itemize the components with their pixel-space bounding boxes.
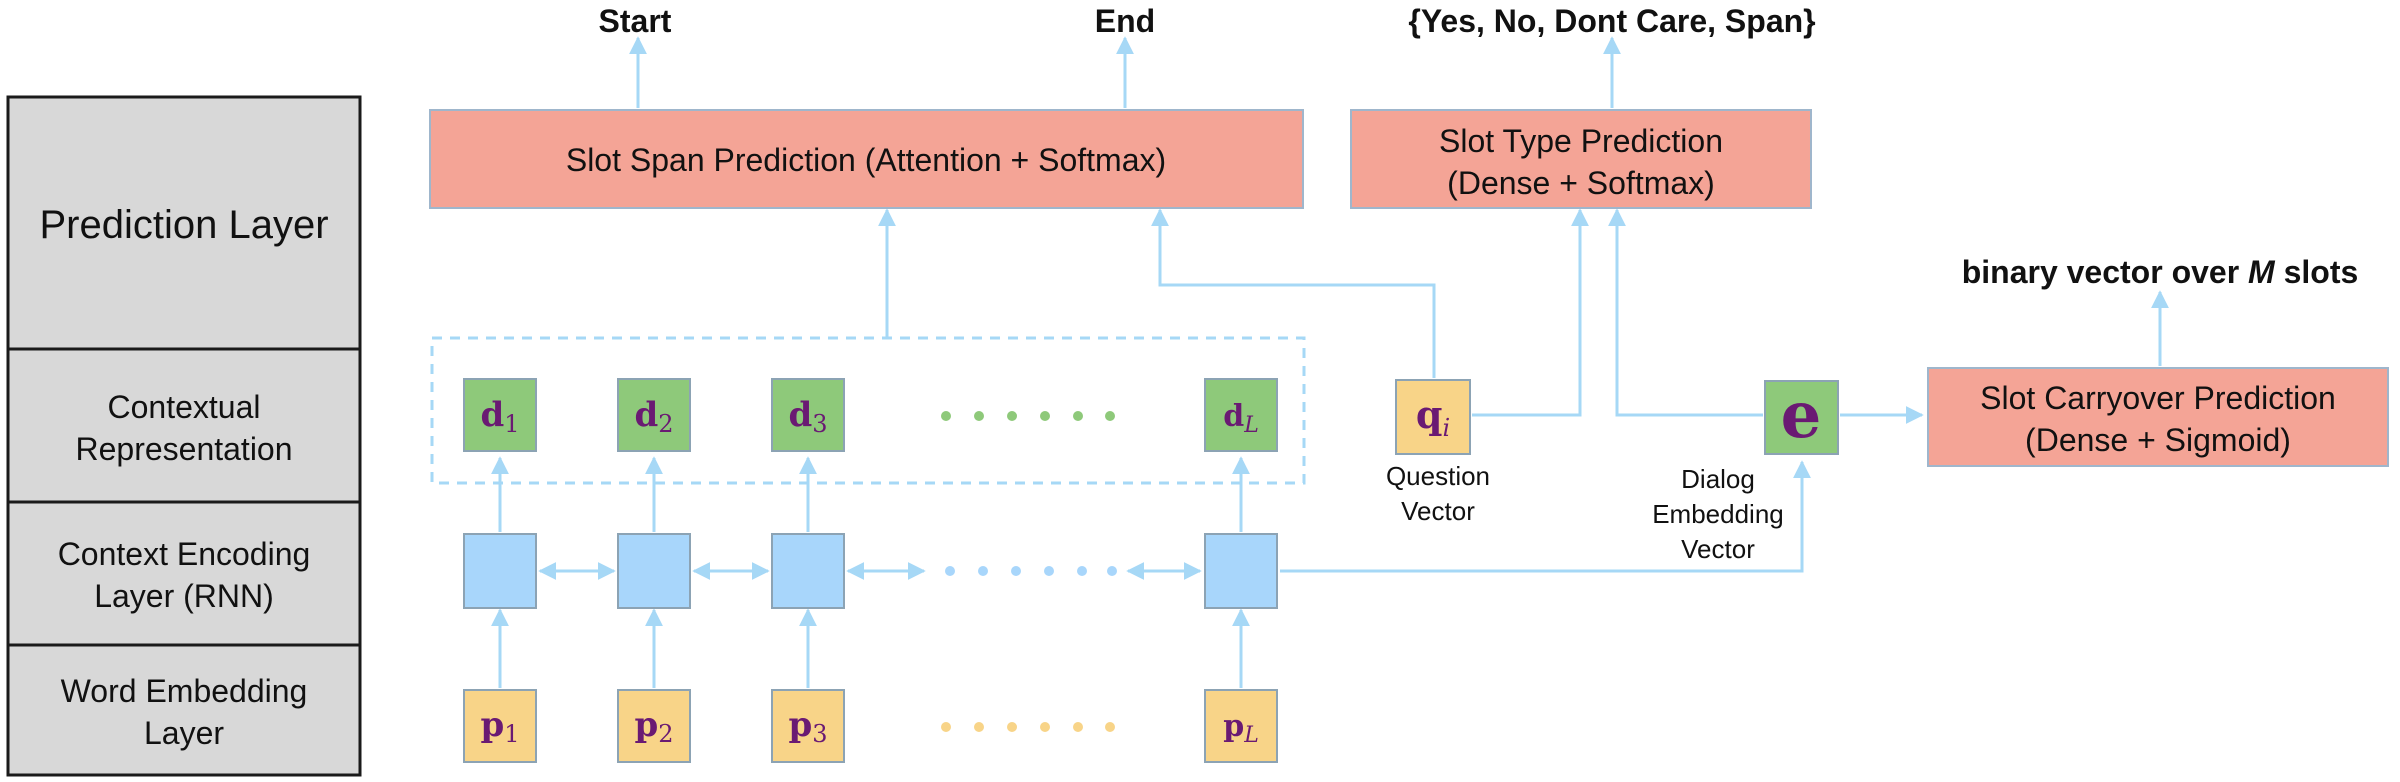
embedding-token-p1: p1	[463, 689, 537, 763]
svg-text:qi: qi	[1416, 392, 1450, 442]
connectors	[491, 36, 2169, 688]
dialog-embedding-caption-line2: Embedding	[1652, 499, 1784, 529]
contextual-group-dashed	[430, 336, 1306, 485]
embedding-token-p3: p3	[771, 689, 845, 763]
slot-span-prediction-module: Slot Span Prediction (Attention + Softma…	[429, 109, 1304, 209]
output-end-label: End	[1095, 3, 1155, 39]
contextual-token-d1: d1	[463, 378, 537, 452]
layer-label-contextual-line2: Representation	[75, 431, 292, 467]
question-vector: qi Question Vector	[1386, 379, 1490, 526]
slot-span-prediction-label: Slot Span Prediction (Attention + Softma…	[566, 142, 1166, 178]
dialog-embedding: e Dialog Embedding Vector	[1652, 378, 1839, 564]
hidden-ellipsis-dots	[945, 566, 1117, 576]
hidden-state-h3	[771, 533, 845, 609]
dialog-embedding-caption-line3: Vector	[1681, 534, 1755, 564]
embedding-token-pL: pL	[1204, 689, 1278, 763]
slot-carryover-prediction-module: Slot Carryover Prediction (Dense + Sigmo…	[1927, 367, 2389, 467]
svg-text:pL: pL	[1223, 709, 1259, 748]
svg-text:p2: p2	[634, 705, 673, 748]
svg-text:d3: d3	[788, 395, 827, 438]
layer-panel-embedding: Word Embedding Layer	[6, 643, 362, 777]
contextual-token-d3: d3	[771, 378, 845, 452]
contextual-token-dL: dL	[1204, 378, 1278, 452]
output-start-label: Start	[599, 3, 672, 39]
embedding-token-p2: p2	[617, 689, 691, 763]
layer-label-embedding-line1: Word Embedding	[61, 673, 308, 709]
layer-label-prediction: Prediction Layer	[39, 203, 328, 247]
layer-label-contextual-line1: Contextual	[108, 389, 261, 425]
svg-text:p1: p1	[480, 705, 519, 748]
hidden-state-h1	[463, 533, 537, 609]
arrow-dialog-to-type	[1608, 208, 1763, 417]
layer-label-encoding-line2: Layer (RNN)	[94, 578, 274, 614]
slot-type-prediction-line1: Slot Type Prediction	[1439, 123, 1723, 159]
binary-prefix: binary vector over	[1962, 254, 2248, 290]
arrow-question-to-type	[1472, 208, 1589, 417]
layer-panel-prediction: Prediction Layer	[6, 95, 362, 351]
slot-carryover-line1: Slot Carryover Prediction	[1980, 380, 2336, 416]
layer-label-embedding-line2: Layer	[144, 715, 224, 751]
slot-type-prediction-line2: (Dense + Softmax)	[1447, 165, 1715, 201]
dialog-embedding-caption-line1: Dialog	[1681, 464, 1755, 494]
binary-var: M	[2248, 254, 2276, 290]
svg-text:d2: d2	[634, 395, 673, 438]
arrow-hidden-to-dialog	[1280, 460, 1811, 573]
contextual-token-d2: d2	[617, 378, 691, 452]
contextual-ellipsis-dots	[941, 411, 1115, 421]
question-vector-caption-line2: Vector	[1401, 496, 1475, 526]
svg-text:d1: d1	[480, 395, 519, 438]
output-binary-vector-label: binary vector over M slots	[1962, 254, 2359, 290]
slot-type-prediction-module: Slot Type Prediction (Dense + Softmax)	[1350, 109, 1812, 209]
svg-text:p3: p3	[788, 705, 827, 748]
embedding-ellipsis-dots	[941, 722, 1115, 732]
hidden-state-hL	[1204, 533, 1278, 609]
hidden-state-h2	[617, 533, 691, 609]
question-vector-caption-line1: Question	[1386, 461, 1490, 491]
output-slot-types-label: {Yes, No, Dont Care, Span}	[1408, 3, 1815, 39]
layer-panel-encoding: Context Encoding Layer (RNN)	[6, 500, 362, 647]
svg-text:dL: dL	[1223, 399, 1259, 438]
layer-panel-contextual: Contextual Representation	[6, 347, 362, 504]
slot-carryover-line2: (Dense + Sigmoid)	[2025, 422, 2291, 458]
arrow-question-to-span	[1151, 208, 1436, 378]
dialog-embedding-symbol: e	[1781, 378, 1822, 453]
layer-label-encoding-line1: Context Encoding	[58, 536, 311, 572]
binary-suffix: slots	[2275, 254, 2359, 290]
